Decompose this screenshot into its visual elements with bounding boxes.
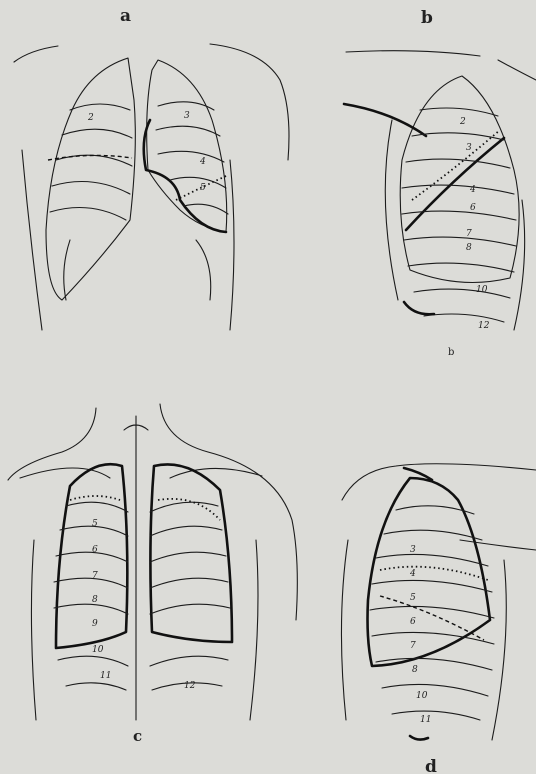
figure-d-lung: [368, 468, 491, 666]
figure-d-rib-number: 5: [410, 593, 416, 603]
figure-d-costal-cartilage: [410, 736, 428, 740]
figure-d-ribs: [370, 506, 494, 720]
figure-d-rib-number: 3: [410, 545, 416, 555]
figure-d-dotted-line: [380, 567, 488, 580]
figure-d-rib-number: 11: [420, 715, 431, 725]
figure-d-body-outline: [341, 464, 536, 740]
figure-d-rib-number: 6: [410, 617, 416, 627]
figure-d-rib-number: 4: [409, 569, 416, 579]
figure-d-rib-number: 7: [410, 641, 416, 651]
figure-d-pointer-line: [460, 540, 536, 550]
figure-d-rib-number: 10: [416, 691, 428, 701]
figure-d-rib-number: 8: [412, 665, 418, 675]
